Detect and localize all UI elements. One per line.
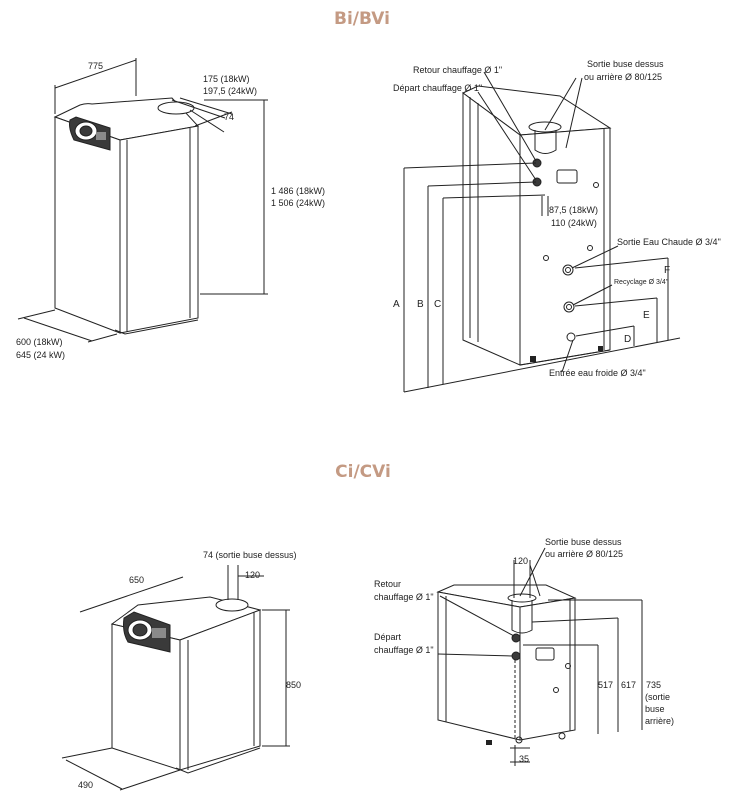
label-eau-chaude: Sortie Eau Chaude Ø 3/4" [617, 237, 721, 247]
dim-height-850: 850 [286, 680, 301, 690]
dim-width-650: 650 [129, 575, 144, 585]
dim-depth-645: 645 (24 kW) [16, 350, 65, 360]
bi-bvi-unit-left [53, 97, 199, 335]
dim-flue-197: 197,5 (24kW) [203, 86, 257, 96]
label-sortie-buse-2-bottom: ou arrière Ø 80/125 [545, 549, 623, 559]
dim-offset-87: 87,5 (18kW) [549, 205, 598, 215]
label-retour-1: Retour [374, 579, 401, 589]
bi-bvi-left-dimensions: 775 175 (18kW) 197,5 (24kW) 74 1 486 (18… [16, 58, 325, 360]
dim-width-775: 775 [88, 61, 103, 71]
dim-B: B [417, 299, 424, 310]
bi-bvi-rear-dimensions: A B C F E D 87,5 (18kW) 110 (24kW) Retou… [393, 59, 721, 392]
label-eau-froide: Entrée eau froide Ø 3/4" [549, 368, 646, 378]
dim-flue-120-rear: 120 [513, 556, 528, 566]
dim-depth-600: 600 (18kW) [16, 337, 63, 347]
label-sortie-buse-2: ou arrière Ø 80/125 [584, 72, 662, 82]
dim-735: 735 [646, 680, 661, 690]
label-retour-chauffage: Retour chauffage Ø 1" [413, 65, 502, 75]
bi-bvi-unit-rear [403, 85, 681, 393]
dim-D: D [624, 334, 631, 345]
dim-height-1486: 1 486 (18kW) [271, 186, 325, 196]
dim-617: 617 [621, 680, 636, 690]
dim-C: C [434, 299, 441, 310]
dim-E: E [643, 310, 650, 321]
dim-foot-35: 35 [519, 754, 529, 764]
dim-flue-175: 175 (18kW) [203, 74, 250, 84]
label-recyclage: Recyclage Ø 3/4" [614, 279, 669, 286]
dim-height-1506: 1 506 (24kW) [271, 198, 325, 208]
dim-A: A [393, 299, 400, 310]
label-sortie-buse-1: Sortie buse dessus [587, 59, 664, 69]
dim-flue-120: 120 [245, 570, 260, 580]
dim-flue-74: 74 [224, 112, 234, 122]
dim-735-note-3: arrière) [645, 716, 674, 726]
label-depart-chauffage: Départ chauffage Ø 1" [393, 83, 482, 93]
ci-cvi-rear-dimensions: 120 Sortie buse dessus ou arrière Ø 80/1… [374, 537, 674, 766]
ci-cvi-unit-left [110, 596, 262, 774]
dim-depth-490: 490 [78, 780, 93, 790]
ci-cvi-unit-rear [436, 584, 577, 745]
ci-cvi-left-dimensions: 74 (sortie buse dessus) 120 650 850 490 [61, 550, 301, 791]
label-sortie-buse-1-bottom: Sortie buse dessus [545, 537, 622, 547]
dim-517: 517 [598, 680, 613, 690]
section-title-bi-bvi: Bi/BVi [334, 9, 390, 29]
dim-735-note-2: buse [645, 704, 665, 714]
dim-735-note-1: (sortie [645, 692, 670, 702]
dim-flue-74-top: 74 (sortie buse dessus) [203, 550, 297, 560]
dim-F: F [664, 265, 670, 276]
label-depart-2: chauffage Ø 1" [374, 645, 434, 655]
section-title-ci-cvi: Ci/CVi [335, 462, 391, 482]
label-depart-1: Départ [374, 632, 402, 642]
dim-offset-110: 110 (24kW) [551, 218, 597, 228]
label-retour-2: chauffage Ø 1" [374, 592, 434, 602]
